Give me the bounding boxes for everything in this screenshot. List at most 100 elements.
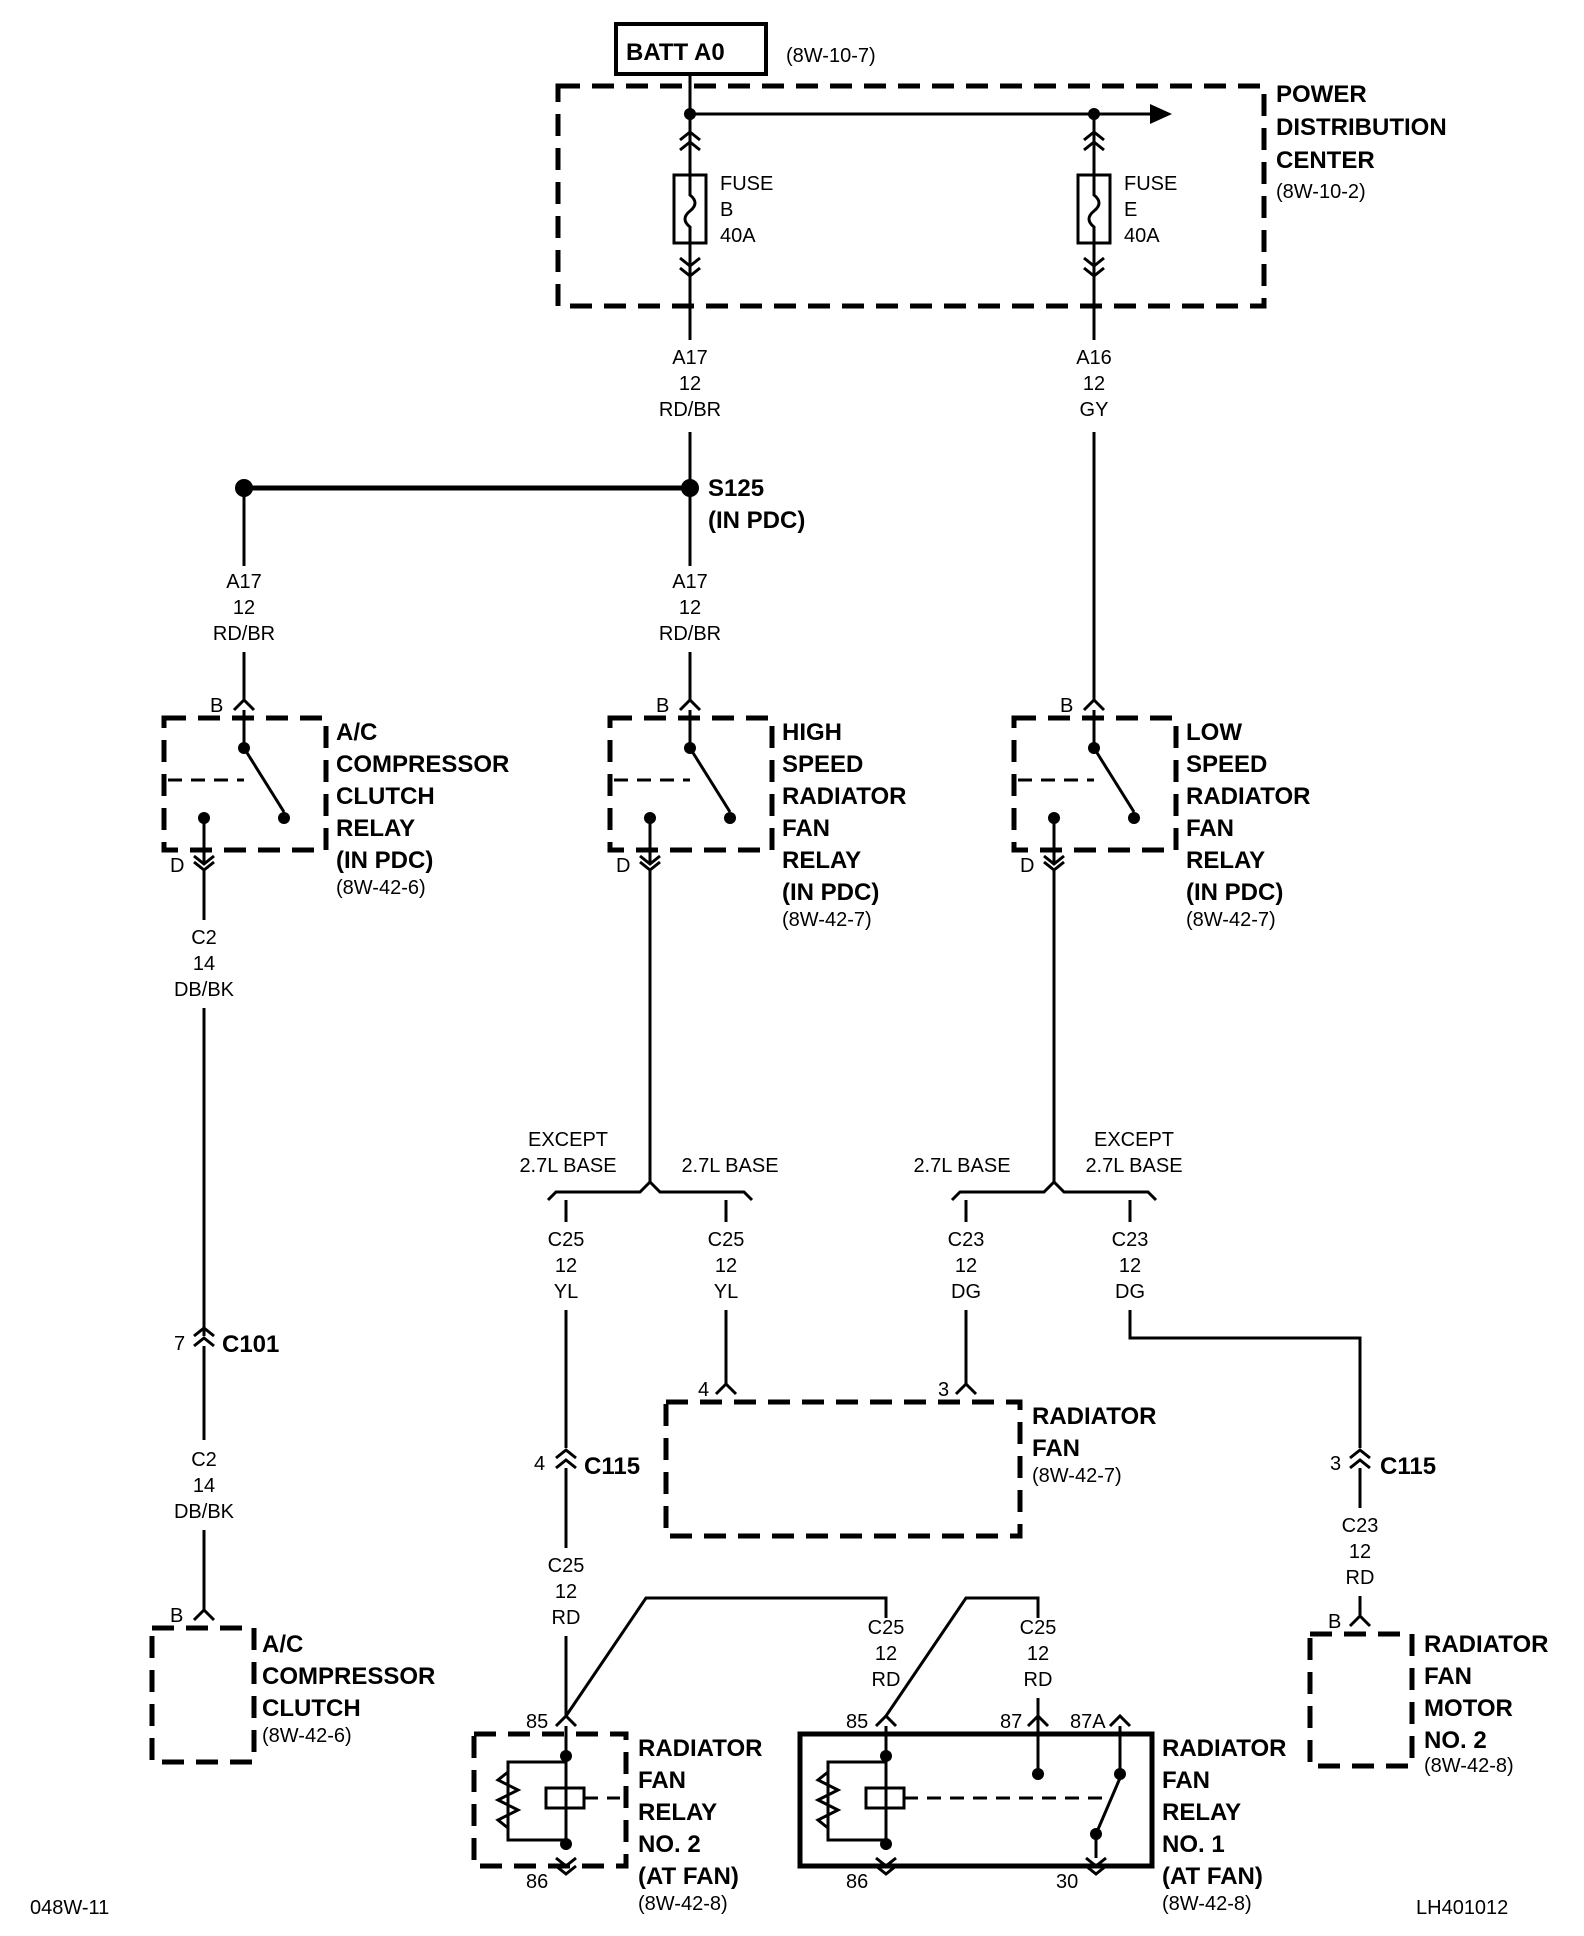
wire-c23-rd-color: RD [1346, 1567, 1375, 1589]
fuse-e-line-1: FUSE [1124, 173, 1177, 195]
option-except-left-1: EXCEPT [528, 1129, 608, 1151]
fan-relay-2-title-2: FAN [638, 1767, 686, 1794]
wire-c25-rd-mid: C25 12 RD [564, 1596, 905, 1717]
fan-relay-1-title-1: RADIATOR [1162, 1735, 1286, 1762]
wire-a17-top-color: RD/BR [659, 399, 721, 421]
wire-c25-rd-mid-gauge: 12 [875, 1643, 897, 1665]
coil-resistor-icon [494, 1770, 522, 1830]
fan-relay-1-ref: (8W-42-8) [1162, 1893, 1252, 1915]
fan-motor-2-ref: (8W-42-8) [1424, 1755, 1514, 1777]
radiator-fan-pin-4: 4 [698, 1379, 709, 1401]
wire-c23-rd: C23 12 RD [1342, 1468, 1378, 1616]
wire-c25-rd-right-color: RD [1024, 1669, 1053, 1691]
c115-left-pin: 4 [534, 1453, 545, 1475]
ac-relay-title-3: CLUTCH [336, 783, 435, 810]
wire-a17-mid-color: RD/BR [659, 623, 721, 645]
radiator-fan-relay-2: 85 86 RADIATOR FAN RELAY NO. 2 (AT FAN) … [471, 1711, 762, 1915]
fuse-e-line-3: 40A [1124, 225, 1160, 247]
fuse-e-line-2: E [1124, 199, 1137, 221]
radiator-fan-title-2: FAN [1032, 1435, 1080, 1462]
radiator-fan-title-1: RADIATOR [1032, 1403, 1156, 1430]
wire-c2-lower: C2 14 DB/BK [174, 1346, 235, 1612]
option-except-right-1: EXCEPT [1094, 1129, 1174, 1151]
wire-c2-upper-circuit: C2 [191, 927, 217, 949]
fan-motor-2-pin-b: B [1328, 1611, 1341, 1633]
connector-c101: 7 C101 [174, 1326, 279, 1358]
switch-icon [242, 747, 286, 813]
pdc-title-2: DISTRIBUTION [1276, 114, 1447, 141]
option-base-right: 2.7L BASE [913, 1155, 1010, 1177]
fan-relay-1-pin-86: 86 [846, 1871, 868, 1893]
hs-relay-pin-d: D [616, 855, 630, 877]
ac-compressor-clutch: B A/C COMPRESSOR CLUTCH (8W-42-6) [149, 1605, 435, 1765]
fuse-b-line-1: FUSE [720, 173, 773, 195]
wire-c23-except: C23 12 DG [1112, 1200, 1362, 1448]
hs-relay-pin-b: B [656, 695, 669, 717]
fan-relay-1-pin-85: 85 [846, 1711, 868, 1733]
wire-c25-base-circuit: C25 [708, 1229, 745, 1251]
hs-relay-ref: (8W-42-7) [782, 909, 872, 931]
fan-relay-1-pin-87a: 87A [1070, 1711, 1106, 1733]
arrow-icon [1150, 104, 1172, 124]
low-speed-radiator-fan-relay: B D LOW SPEED RADIATOR FAN RELAY (IN PDC… [1011, 695, 1310, 1158]
ls-relay-pin-d: D [1020, 855, 1034, 877]
wire-a17-left-gauge: 12 [233, 597, 255, 619]
wire-c23-except-color: DG [1115, 1281, 1145, 1303]
ls-relay-title-2: SPEED [1186, 751, 1267, 778]
wire-a16-color: GY [1080, 399, 1109, 421]
hs-relay-title-6: (IN PDC) [782, 879, 879, 906]
radiator-fan-motor-2: B RADIATOR FAN MOTOR NO. 2 (8W-42-8) [1307, 1611, 1548, 1777]
switch-icon [1094, 1777, 1122, 1835]
radiator-fan-pin-3: 3 [938, 1379, 949, 1401]
ac-relay-pin-b: B [210, 695, 223, 717]
wire-c23-base-circuit: C23 [948, 1229, 985, 1251]
wire-a17-top: A17 12 RD/BR [659, 290, 721, 488]
wire-a17-left-circuit: A17 [226, 571, 262, 593]
c101-pin: 7 [174, 1333, 185, 1355]
wire-c25-base-gauge: 12 [715, 1255, 737, 1277]
ac-relay-title-1: A/C [336, 719, 377, 746]
fan-relay-2-title-1: RADIATOR [638, 1735, 762, 1762]
c101-name: C101 [222, 1331, 279, 1358]
ls-relay-title-3: RADIATOR [1186, 783, 1310, 810]
wire-a16: A16 12 GY [1076, 290, 1112, 700]
ls-relay-title-6: (IN PDC) [1186, 879, 1283, 906]
fuse-e: FUSE E 40A [1076, 114, 1177, 290]
footer-right-code: LH401012 [1416, 1897, 1508, 1919]
pdc-title-1: POWER [1276, 81, 1367, 108]
batt-a0-block: BATT A0 (8W-10-7) [614, 22, 876, 76]
fan-motor-2-title-2: FAN [1424, 1663, 1472, 1690]
option-base-left: 2.7L BASE [681, 1155, 778, 1177]
wire-c2-lower-gauge: 14 [193, 1475, 215, 1497]
wire-c25-except-color: YL [554, 1281, 578, 1303]
wire-c25-except-circuit: C25 [548, 1229, 585, 1251]
splice-name: S125 [708, 475, 764, 502]
c115-right-name: C115 [1380, 1453, 1436, 1480]
ac-clutch-title-2: COMPRESSOR [262, 1663, 435, 1690]
fan-motor-2-title-4: NO. 2 [1424, 1727, 1487, 1754]
fan-relay-1-title-4: NO. 1 [1162, 1831, 1225, 1858]
switch-icon [1092, 747, 1136, 813]
footer-left-code: 048W-11 [30, 1897, 109, 1919]
wire-c2-upper-gauge: 14 [193, 953, 215, 975]
fan-relay-1-pin-87: 87 [1000, 1711, 1022, 1733]
wire-a16-gauge: 12 [1083, 373, 1105, 395]
fan-relay-1-pin-30: 30 [1056, 1871, 1078, 1893]
ac-relay-pin-d: D [170, 855, 184, 877]
wire-a17-mid: A17 12 RD/BR [659, 488, 721, 700]
hs-relay-title-5: RELAY [782, 847, 861, 874]
fuse-b-line-2: B [720, 199, 733, 221]
wire-c2-lower-circuit: C2 [191, 1449, 217, 1471]
ac-compressor-clutch-relay: B D A/C COMPRESSOR CLUTCH RELAY (IN PDC)… [161, 695, 509, 899]
wire-a17-mid-gauge: 12 [679, 597, 701, 619]
splice-s125: S125 (IN PDC) [235, 475, 805, 534]
wire-c25-rd-left-circuit: C25 [548, 1555, 585, 1577]
wire-c23-base-gauge: 12 [955, 1255, 977, 1277]
ls-relay-ref: (8W-42-7) [1186, 909, 1276, 931]
hs-relay-title-1: HIGH [782, 719, 842, 746]
wire-c25-rd-mid-circuit: C25 [868, 1617, 905, 1639]
wire-c25-rd-right-gauge: 12 [1027, 1643, 1049, 1665]
wire-c23-base: C23 12 DG [948, 1200, 985, 1384]
wire-c25-rd-left-gauge: 12 [555, 1581, 577, 1603]
